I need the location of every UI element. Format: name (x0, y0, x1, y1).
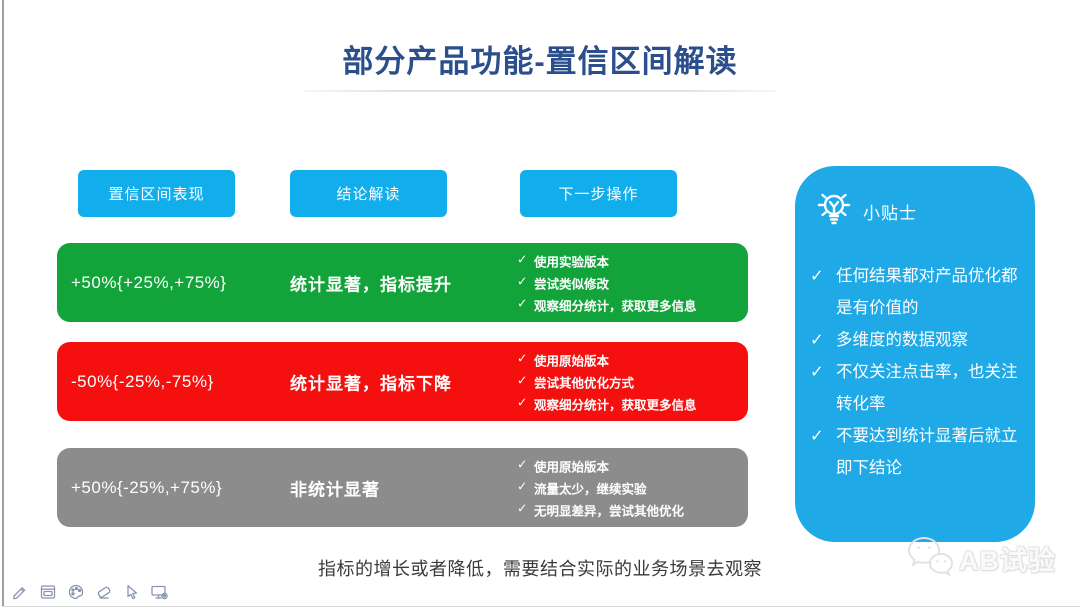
interval-value: -50%{-25%,-75%} (71, 371, 214, 391)
tips-text: 不要达到统计显著后就立即下结论 (836, 427, 1018, 477)
action-checklist: ✓ 使用原始版本 ✓ 尝试其他优化方式 ✓ 观察细分统计，获取更多信息 (517, 347, 752, 416)
column-header-interval: 置信区间表现 (78, 170, 235, 217)
action-text: 使用实验版本 (534, 255, 610, 269)
check-icon: ✓ (517, 501, 528, 515)
table-row-significant-up: +50%{+25%,+75%} 统计显著，指标提升 ✓ 使用实验版本 ✓ 尝试类似修… (57, 243, 748, 322)
check-icon: ✓ (810, 427, 824, 445)
check-icon: ✓ (810, 363, 824, 381)
check-icon: ✓ (517, 296, 528, 310)
eraser-icon[interactable] (94, 582, 113, 601)
tips-panel: 小贴士 ✓ 任何结果都对产品优化都是有价值的 ✓ 多维度的数据观察 ✓ 不仅关注点击率… (795, 166, 1035, 542)
check-icon: ✓ (517, 252, 528, 266)
action-text: 无明显差异，尝试其他优化 (534, 504, 685, 518)
action-checklist: ✓ 使用原始版本 ✓ 流量太少，继续实验 ✓ 无明显差异，尝试其他优化 (517, 453, 752, 522)
check-icon: ✓ (810, 267, 824, 285)
palette-icon[interactable] (66, 582, 85, 601)
slides-icon[interactable] (38, 582, 57, 601)
tips-item: ✓ 任何结果都对产品优化都是有价值的 (810, 260, 1025, 324)
tips-header: 小贴士 (815, 188, 917, 235)
check-icon: ✓ (517, 395, 528, 409)
lightbulb-icon (815, 188, 853, 235)
action-item: ✓ 尝试其他优化方式 (517, 372, 752, 391)
action-item: ✓ 使用原始版本 (517, 350, 752, 369)
tips-item: ✓ 不要达到统计显著后就立即下结论 (810, 420, 1025, 484)
action-text: 尝试类似修改 (534, 277, 610, 291)
wechat-icon (905, 532, 955, 585)
tips-item: ✓ 多维度的数据观察 (810, 324, 1025, 356)
footer-note: 指标的增长或者降低，需要结合实际的业务场景去观察 (318, 559, 762, 579)
window-left-border (2, 0, 4, 607)
tips-title: 小贴士 (863, 204, 917, 223)
check-icon: ✓ (517, 457, 528, 471)
check-icon: ✓ (517, 274, 528, 288)
action-item: ✓ 尝试类似修改 (517, 273, 752, 292)
tips-text: 任何结果都对产品优化都是有价值的 (836, 267, 1018, 317)
column-header-next-step: 下一步操作 (520, 170, 677, 217)
tips-text: 多维度的数据观察 (836, 331, 968, 349)
action-text: 使用原始版本 (534, 354, 610, 368)
conclusion-label: 非统计显著 (290, 480, 380, 499)
action-text: 尝试其他优化方式 (534, 376, 635, 390)
tips-text: 不仅关注点击率，也关注转化率 (836, 363, 1018, 413)
page-title: 部分产品功能-置信区间解读 (342, 44, 738, 79)
action-item: ✓ 观察细分统计，获取更多信息 (517, 295, 752, 314)
presenter-toolbar (10, 582, 169, 601)
action-text: 观察细分统计，获取更多信息 (534, 299, 697, 313)
action-text: 流量太少，继续实验 (534, 482, 647, 496)
monitor-settings-icon[interactable] (150, 582, 169, 601)
watermark-label: AB试验 (959, 546, 1056, 576)
action-checklist: ✓ 使用实验版本 ✓ 尝试类似修改 ✓ 观察细分统计，获取更多信息 (517, 248, 752, 317)
action-item: ✓ 无明显差异，尝试其他优化 (517, 500, 752, 519)
watermark: AB试验 (905, 532, 1056, 585)
tips-list: ✓ 任何结果都对产品优化都是有价值的 ✓ 多维度的数据观察 ✓ 不仅关注点击率，也关注… (810, 260, 1025, 484)
action-item: ✓ 观察细分统计，获取更多信息 (517, 394, 752, 413)
cursor-icon[interactable] (122, 582, 141, 601)
interval-value: +50%{+25%,+75%} (71, 272, 227, 292)
check-icon: ✓ (517, 351, 528, 365)
conclusion-label: 统计显著，指标下降 (290, 374, 452, 393)
check-icon: ✓ (517, 373, 528, 387)
title-underline (303, 90, 777, 92)
conclusion-label: 统计显著，指标提升 (290, 275, 452, 294)
table-row-not-significant: +50%{-25%,+75%} 非统计显著 ✓ 使用原始版本 ✓ 流量太少，继续实验… (57, 448, 748, 527)
table-row-significant-down: -50%{-25%,-75%} 统计显著，指标下降 ✓ 使用原始版本 ✓ 尝试其他优… (57, 342, 748, 421)
action-item: ✓ 使用原始版本 (517, 456, 752, 475)
action-text: 使用原始版本 (534, 460, 610, 474)
action-item: ✓ 使用实验版本 (517, 251, 752, 270)
interval-value: +50%{-25%,+75%} (71, 477, 223, 497)
pencil-icon[interactable] (10, 582, 29, 601)
action-text: 观察细分统计，获取更多信息 (534, 398, 697, 412)
column-header-conclusion: 结论解读 (290, 170, 447, 217)
check-icon: ✓ (517, 479, 528, 493)
check-icon: ✓ (810, 331, 824, 349)
action-item: ✓ 流量太少，继续实验 (517, 478, 752, 497)
tips-item: ✓ 不仅关注点击率，也关注转化率 (810, 356, 1025, 420)
